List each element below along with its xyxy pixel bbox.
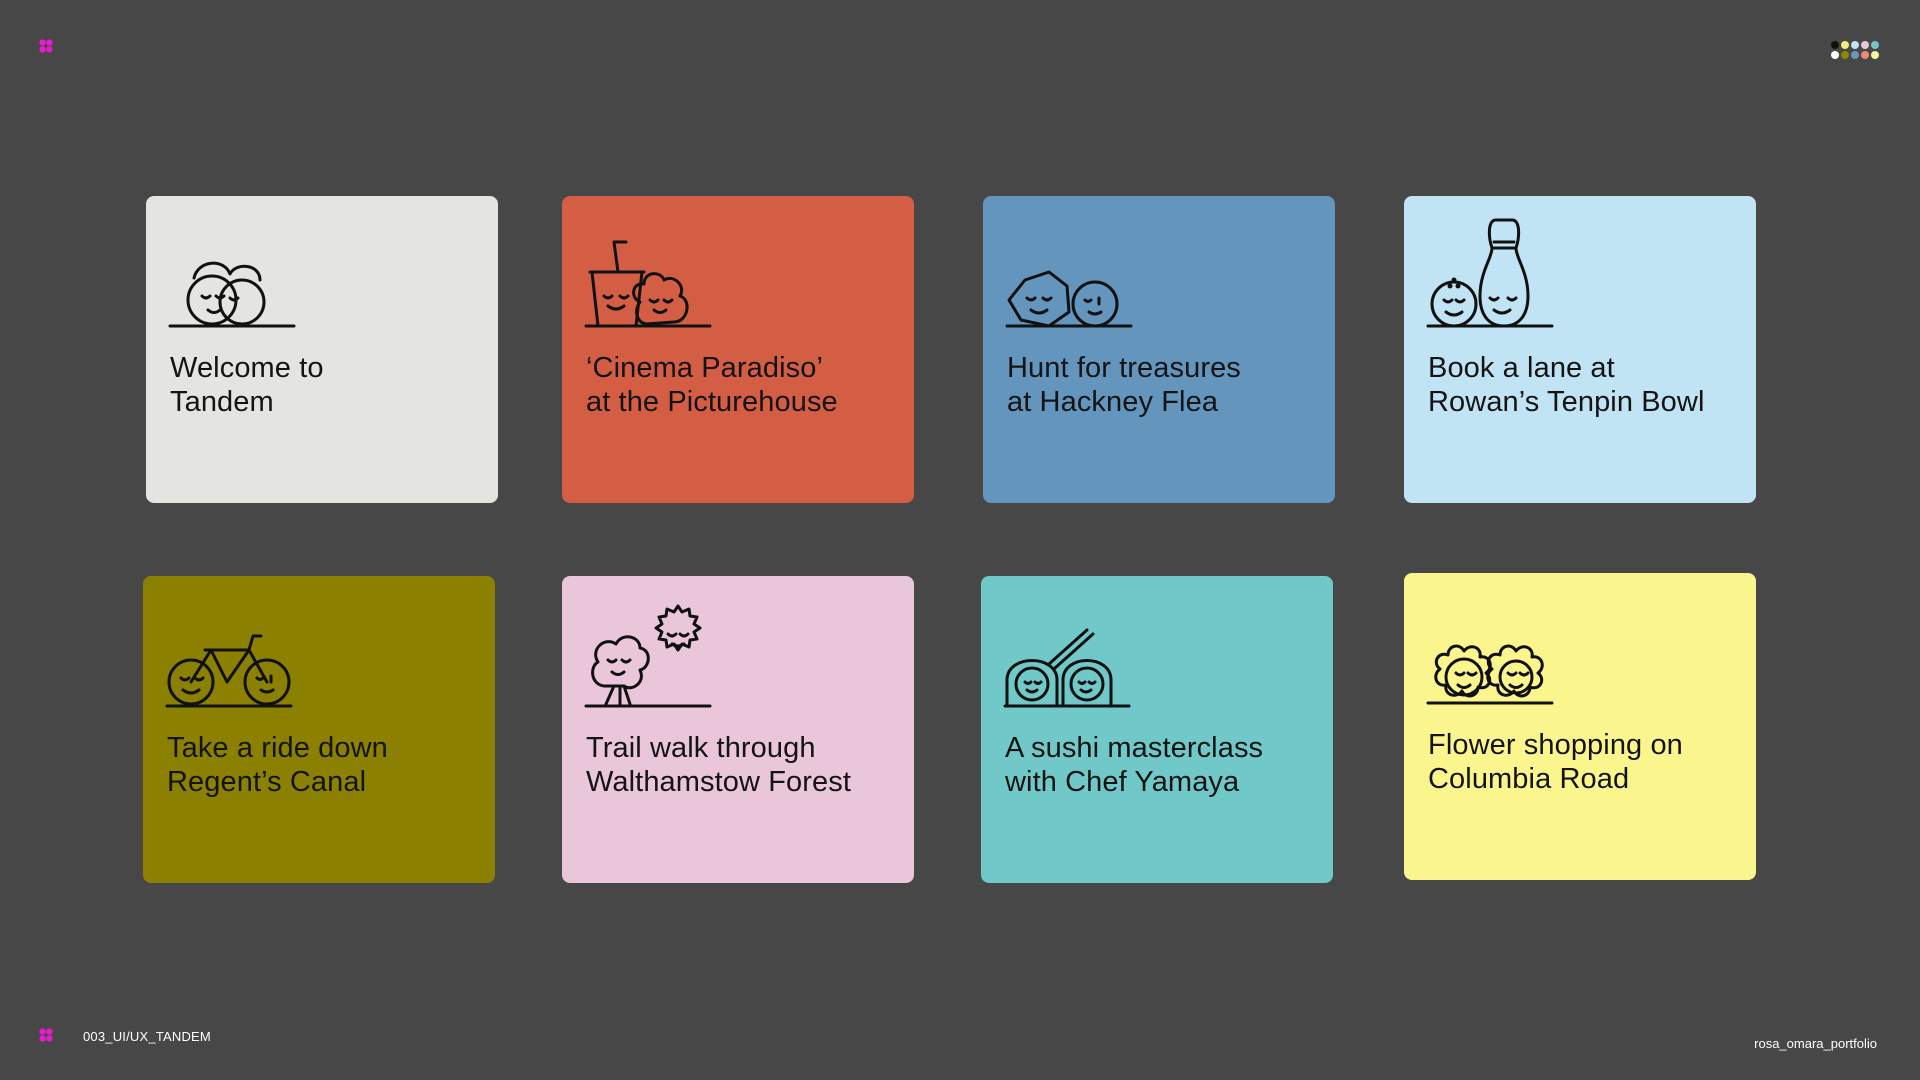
portfolio-credit-label: rosa_omara_portfolio [1754, 1036, 1877, 1051]
bowling-ball-and-pin-icon [1426, 218, 1554, 328]
drink-and-popcorn-icon [584, 240, 712, 328]
card-title: Flower shopping on Columbia Road [1428, 729, 1683, 795]
bicycle-icon [165, 634, 293, 708]
project-code-label: 003_UI/UX_TANDEM [83, 1029, 211, 1044]
coin-faces-icon [1005, 270, 1133, 328]
two-faces-icon [168, 261, 296, 328]
card-walthamstow-forest[interactable]: Trail walk through Walthamstow Forest [562, 576, 914, 883]
card-title: Trail walk through Walthamstow Forest [586, 732, 852, 798]
sushi-and-chopsticks-icon [1003, 628, 1131, 708]
card-welcome[interactable]: Welcome to Tandem [146, 196, 498, 503]
card-columbia-road[interactable]: Flower shopping on Columbia Road [1404, 573, 1756, 880]
tree-and-sun-icon [584, 604, 712, 708]
card-title: Take a ride down Regent’s Canal [167, 732, 388, 798]
card-cinema[interactable]: ‘Cinema Paradiso’ at the Picturehouse [562, 196, 914, 503]
card-sushi-masterclass[interactable]: A sushi masterclass with Chef Yamaya [981, 576, 1333, 883]
color-palette-dots-icon [1831, 41, 1879, 59]
brand-mark-icon [39, 1028, 53, 1042]
card-regents-canal[interactable]: Take a ride down Regent’s Canal [143, 576, 495, 883]
two-flowers-icon [1426, 644, 1554, 705]
card-title: ‘Cinema Paradiso’ at the Picturehouse [586, 352, 838, 418]
card-hackney-flea[interactable]: Hunt for treasures at Hackney Flea [983, 196, 1335, 503]
card-title: A sushi masterclass with Chef Yamaya [1005, 732, 1264, 798]
card-title: Welcome to Tandem [170, 352, 324, 418]
card-title: Book a lane at Rowan’s Tenpin Bowl [1428, 352, 1705, 418]
card-title: Hunt for treasures at Hackney Flea [1007, 352, 1241, 418]
card-tenpin-bowl[interactable]: Book a lane at Rowan’s Tenpin Bowl [1404, 196, 1756, 503]
brand-mark-icon [39, 39, 53, 53]
